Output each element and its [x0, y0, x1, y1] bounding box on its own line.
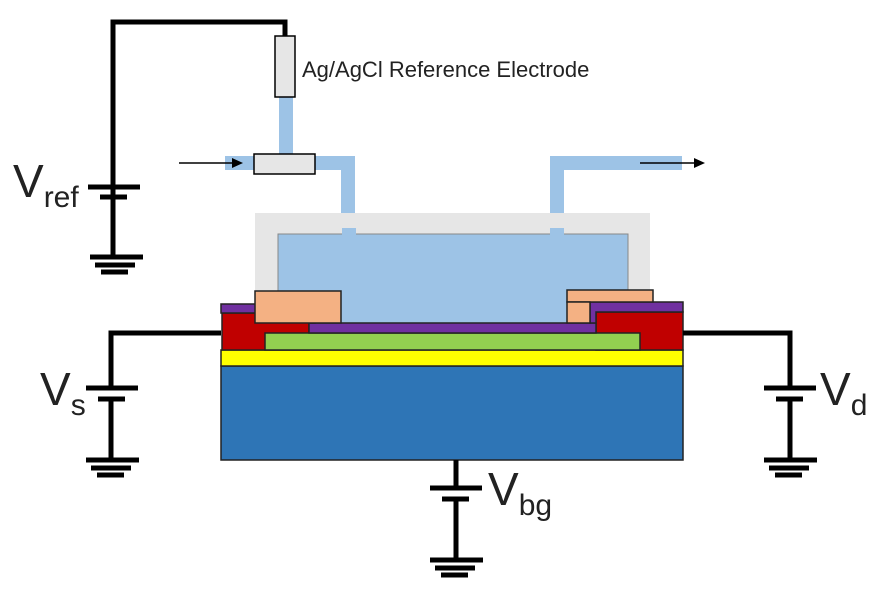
electrode-label: Ag/AgCl Reference Electrode — [302, 57, 589, 82]
vs-battery-icon — [86, 385, 138, 460]
passivation-center — [308, 322, 597, 334]
contact-pad-left — [254, 290, 342, 324]
gate-dielectric — [220, 349, 684, 367]
substrate — [220, 365, 684, 461]
inlet-connector — [253, 153, 316, 175]
source-wire — [108, 330, 221, 387]
vd-ground-icon — [764, 457, 817, 478]
vref-battery-icon — [88, 184, 140, 257]
vref-ground-icon — [90, 254, 143, 275]
inlet-arrow-icon — [179, 158, 243, 168]
vbg-label: Vbg — [488, 463, 552, 522]
vbg-battery-icon — [430, 485, 482, 560]
electrode-fluid-tube — [279, 96, 293, 158]
drain-wire — [683, 330, 793, 387]
vs-label: Vs — [40, 363, 86, 422]
reference-wire — [110, 19, 288, 255]
vref-label: Vref — [13, 155, 79, 214]
vd-battery-icon — [764, 385, 816, 460]
outlet-arrow-icon — [640, 158, 705, 168]
vs-ground-icon — [86, 457, 139, 478]
vd-label: Vd — [820, 363, 867, 422]
contact-pad-right — [566, 289, 654, 303]
reference-electrode — [274, 35, 296, 98]
vbg-ground-icon — [430, 557, 483, 578]
channel — [264, 332, 641, 351]
